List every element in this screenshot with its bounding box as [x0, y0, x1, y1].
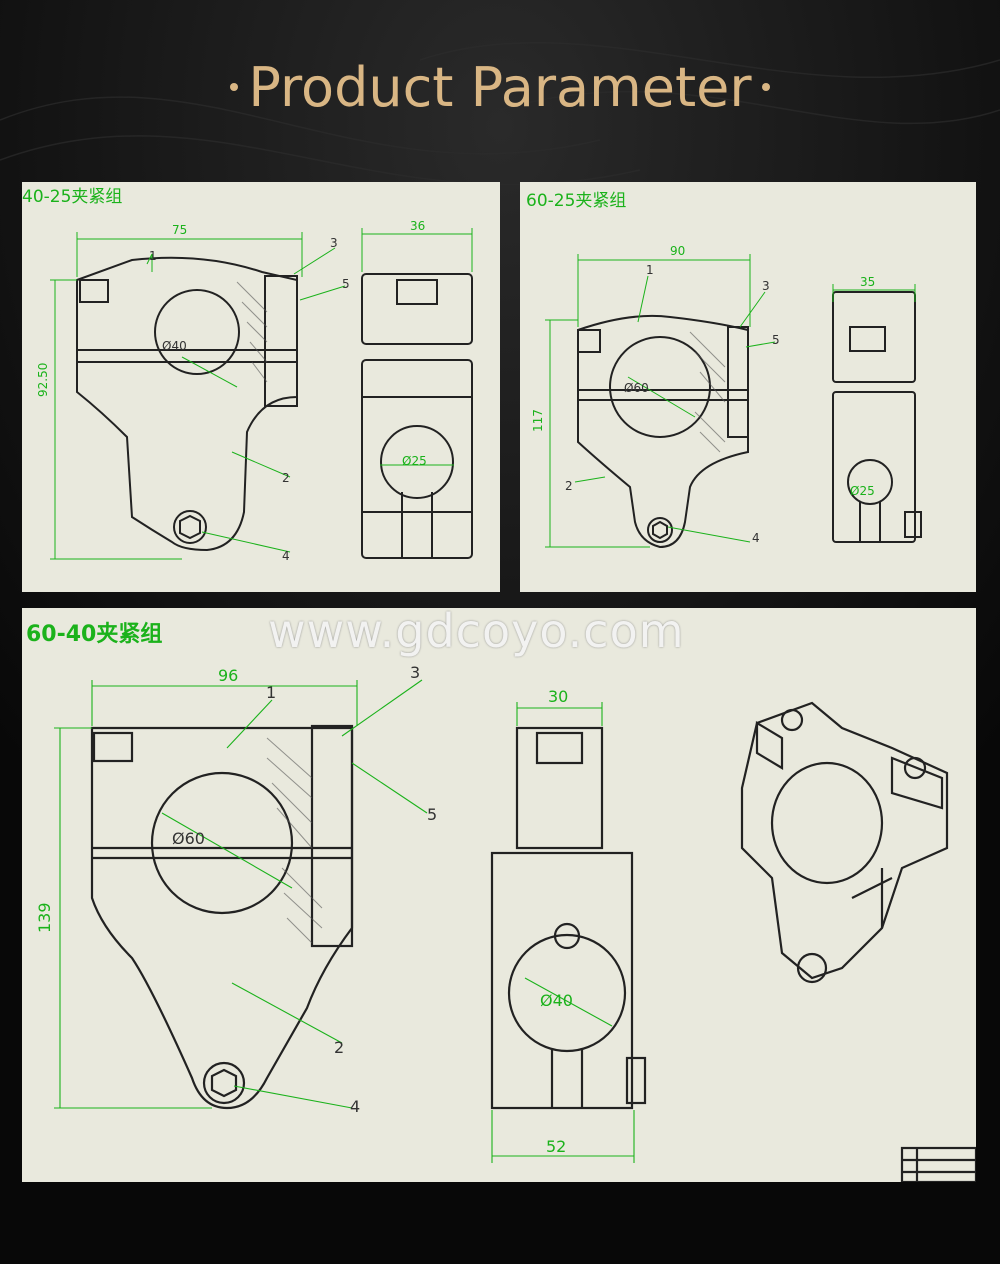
- callout-3: 3: [330, 236, 338, 250]
- title-bullet-left: [230, 83, 239, 92]
- callout-1: 1: [646, 263, 654, 277]
- drawing-panel-40-25: 40-25夹紧组: [22, 182, 500, 592]
- dim-height: 92.50: [36, 363, 50, 397]
- dim-height: 139: [35, 902, 54, 933]
- dim-side-width: 35: [860, 275, 875, 289]
- page-title: Product Parameter: [0, 56, 1000, 119]
- callout-4: 4: [350, 1097, 360, 1116]
- dim-bore: Ø40: [162, 339, 187, 353]
- dim-width: 96: [218, 666, 238, 685]
- dim-bore: Ø60: [172, 829, 205, 848]
- drawing-panel-60-40: 60-40夹紧组: [22, 608, 976, 1182]
- technical-drawing-60-25: 90 117 35 Ø25 Ø60 1 2 3 4 5: [531, 244, 922, 549]
- dim-bore-small: Ø25: [402, 454, 427, 468]
- title-bullet-right: [761, 83, 770, 92]
- callout-3: 3: [410, 663, 420, 682]
- dim-width: 90: [670, 244, 685, 258]
- page-title-text: Product Parameter: [248, 56, 752, 119]
- dim-bore-small: Ø25: [850, 484, 875, 498]
- dim-bore: Ø60: [624, 381, 649, 395]
- callout-5: 5: [427, 805, 437, 824]
- panel-label: 60-25夹紧组: [526, 191, 627, 211]
- callout-3: 3: [762, 279, 770, 293]
- technical-drawing-40-25: 75 92.50 36 Ø25 Ø40 1 2 3 4 5: [36, 219, 473, 563]
- callout-4: 4: [752, 531, 760, 545]
- callout-1: 1: [266, 683, 276, 702]
- dim-width: 75: [172, 223, 187, 237]
- panel-label: 40-25夹紧组: [22, 187, 123, 207]
- panel-label: 60-40夹紧组: [26, 622, 163, 647]
- callout-4: 4: [282, 549, 290, 563]
- dim-height: 117: [531, 409, 545, 432]
- dim-side-width: 36: [410, 219, 425, 233]
- dim-bore-small: Ø40: [540, 991, 573, 1010]
- callout-1: 1: [149, 249, 157, 263]
- dim-bottom-width: 52: [546, 1137, 566, 1156]
- callout-2: 2: [282, 471, 290, 485]
- callout-5: 5: [772, 333, 780, 347]
- technical-drawing-60-40: 96 139 30 52 Ø40 Ø60 1 2 3 4 5: [35, 663, 976, 1182]
- callout-2: 2: [334, 1038, 344, 1057]
- callout-5: 5: [342, 277, 350, 291]
- drawing-panel-60-25: 60-25夹紧组: [520, 182, 976, 592]
- dim-side-width: 30: [548, 687, 568, 706]
- watermark: www.gdcoyo.com: [268, 604, 685, 658]
- callout-2: 2: [565, 479, 573, 493]
